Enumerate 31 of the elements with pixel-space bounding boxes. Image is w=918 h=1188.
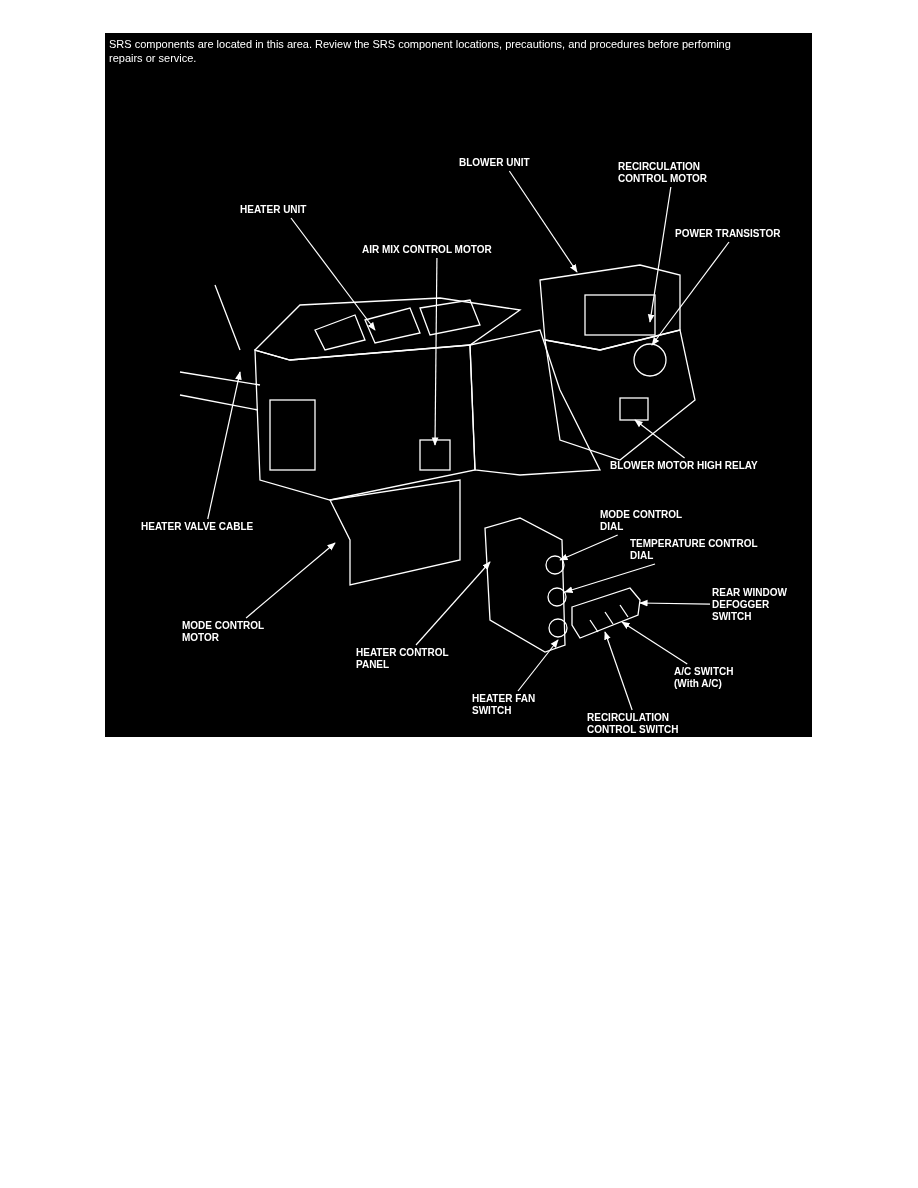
part-label: HEATER FAN SWITCH <box>472 693 542 717</box>
part-label: RECIRCULATION CONTROL SWITCH <box>587 712 687 736</box>
leader-line <box>634 419 686 459</box>
leader-line <box>639 599 711 607</box>
part-label: AIR MIX CONTROL MOTOR <box>362 244 512 256</box>
part-label: MODE CONTROL MOTOR <box>182 620 277 644</box>
leader-line <box>245 542 336 619</box>
leader-line <box>621 621 688 665</box>
leader-line <box>207 371 242 520</box>
leader-line <box>517 639 559 692</box>
part-label: HEATER VALVE CABLE <box>141 521 271 533</box>
part-label: RECIRCULATION CONTROL MOTOR <box>618 161 728 185</box>
part-label: TEMPERATURE CONTROL DIAL <box>630 538 770 562</box>
leader-line <box>431 257 439 446</box>
part-label: BLOWER MOTOR HIGH RELAY <box>610 460 780 472</box>
leader-line <box>604 631 633 711</box>
part-label: HEATER CONTROL PANEL <box>356 647 451 671</box>
leader-line <box>651 241 730 346</box>
part-label: REAR WINDOW DEFOGGER SWITCH <box>712 587 802 623</box>
warning-note: SRS components are located in this area. Review the SRS component locations, precautions, and procedures before perfoming repairs or service. <box>109 37 732 65</box>
part-label: POWER TRANSISTOR <box>675 228 795 240</box>
leader-line <box>647 186 672 323</box>
part-label: A/C SWITCH (With A/C) <box>674 666 744 690</box>
part-label: HEATER UNIT <box>240 204 330 216</box>
leader-line <box>559 534 619 561</box>
leader-line <box>415 561 491 646</box>
leader-line <box>564 563 656 593</box>
part-label: BLOWER UNIT <box>459 157 549 169</box>
leader-line <box>508 170 578 273</box>
leader-line <box>290 217 376 331</box>
part-label: MODE CONTROL DIAL <box>600 509 700 533</box>
